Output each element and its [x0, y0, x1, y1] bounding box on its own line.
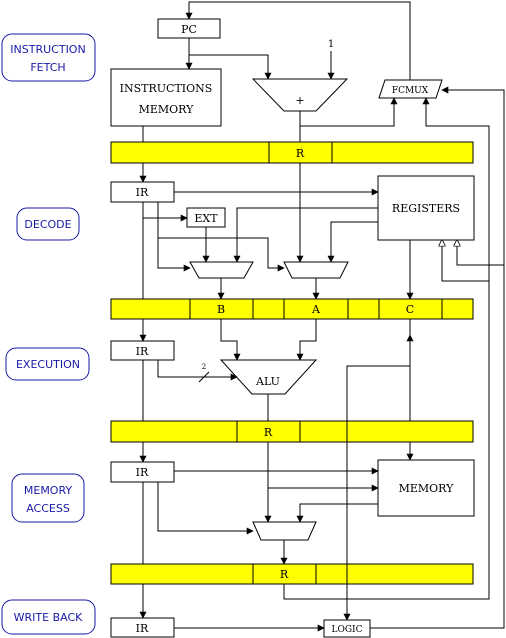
id-a-label: A [311, 303, 321, 316]
ir-writeback-label: IR [136, 622, 149, 635]
stage-label-execution: EXECUTION [5, 347, 90, 381]
stage-label-execution-text: EXECUTION [16, 358, 80, 371]
if-r-label: R [296, 147, 305, 160]
const-one-label: 1 [328, 39, 334, 50]
logic-label: LOGIC [332, 625, 363, 635]
mux-a [283, 261, 349, 279]
bus-width-slash [198, 371, 210, 383]
register-file: REGISTERS [377, 175, 475, 241]
ir-decode-label: IR [136, 186, 149, 199]
pipeline-register-if-id: R [110, 141, 474, 164]
ex-r-label: R [264, 426, 273, 439]
ir-execution-label: IR [136, 345, 149, 358]
alu-label: ALU [255, 375, 280, 388]
fcmux-label: FCMUX [392, 86, 429, 96]
pipeline-register-mem-wb: R [110, 563, 474, 585]
stage-label-write-back: WRITE BACK [1, 599, 96, 635]
pipeline-register-id-ex: B A C [110, 298, 474, 320]
id-c-label: C [406, 303, 414, 316]
instructions-memory-line1: INSTRUCTIONS [120, 82, 213, 95]
stage-label-decode: DECODE [16, 207, 80, 241]
id-b-label: B [217, 303, 225, 316]
ir-memory: IR [110, 461, 175, 483]
instructions-memory-line2: MEMORY [139, 103, 195, 116]
logic-unit: LOGIC [323, 619, 371, 638]
mux-b [189, 261, 254, 279]
ext-label: EXT [194, 212, 218, 225]
ir-execution: IR [110, 340, 175, 361]
stage-label-write-back-text: WRITE BACK [14, 611, 83, 624]
pc-adder: + [251, 78, 349, 112]
registers-label: REGISTERS [392, 202, 460, 215]
stage-label-memory-access: MEMORY ACCESS [11, 473, 85, 523]
stage-label-instruction-fetch-line1: INSTRUCTION [10, 43, 85, 56]
alu: ALU [219, 359, 318, 395]
pc-adder-label: + [295, 94, 304, 107]
stage-label-decode-text: DECODE [24, 218, 71, 231]
alu-width-label: 2 [202, 363, 206, 371]
stage-label-instruction-fetch-line2: FETCH [30, 61, 65, 74]
instructions-memory: INSTRUCTIONS MEMORY [110, 68, 222, 127]
ext-unit: EXT [186, 207, 226, 228]
data-memory: MEMORY [377, 459, 475, 517]
ir-decode: IR [110, 181, 175, 203]
stage-label-instruction-fetch: INSTRUCTION FETCH [1, 33, 96, 82]
stage-label-memory-access-line2: ACCESS [26, 502, 70, 515]
ir-writeback: IR [110, 617, 175, 638]
pc-register: PC [157, 18, 221, 39]
memory-label: MEMORY [399, 482, 455, 495]
ir-memory-label: IR [136, 466, 149, 479]
mem-r-label: R [280, 568, 289, 581]
mux-writeback [252, 521, 317, 541]
pc-label: PC [181, 23, 197, 36]
pipeline-register-ex-mem: R [110, 420, 474, 443]
fcmux: FCMUX [378, 79, 443, 99]
stage-label-memory-access-line1: MEMORY [24, 484, 73, 497]
